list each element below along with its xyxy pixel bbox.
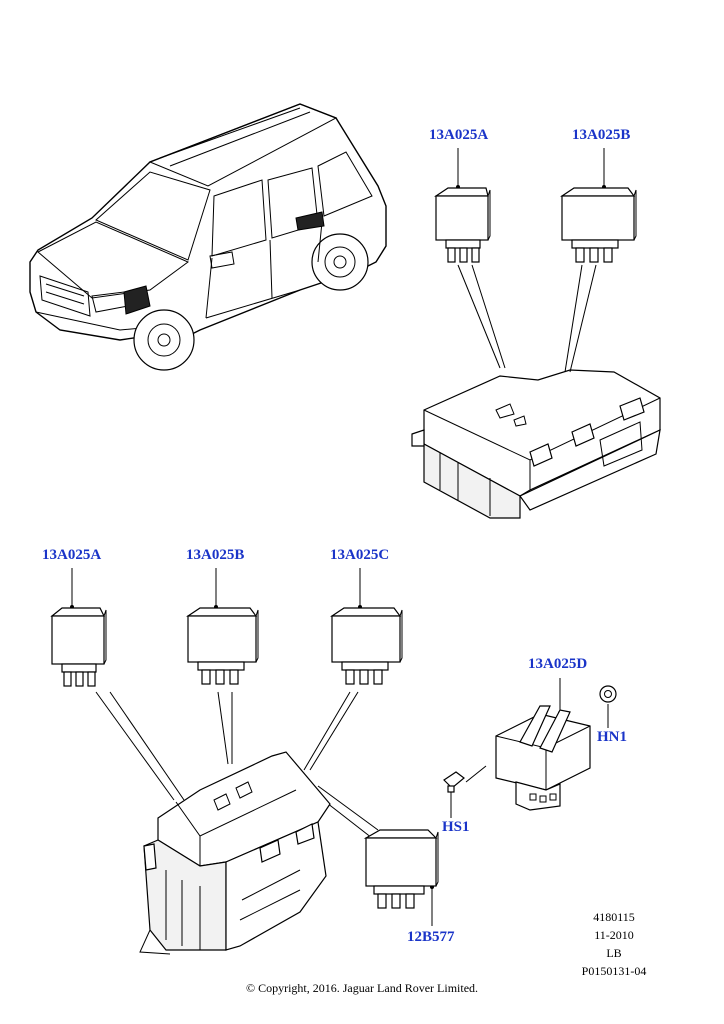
reference-number: 4180115 xyxy=(593,910,635,924)
copyright-notice: © Copyright, 2016. Jaguar Land Rover Lim… xyxy=(245,981,479,995)
callout-13A025C-bottom[interactable]: 13A025C xyxy=(330,547,390,563)
relay-13A025C-bottom[interactable] xyxy=(330,605,403,685)
callout-HS1[interactable]: HS1 xyxy=(442,819,470,835)
screw-HS1[interactable] xyxy=(443,771,465,818)
callout-13A025D[interactable]: 13A025D xyxy=(528,656,588,672)
relay-13A025B-bottom[interactable] xyxy=(186,605,259,685)
nut-HN1[interactable] xyxy=(599,685,617,728)
reference-part: P0150131-04 xyxy=(581,964,647,978)
callout-HN1[interactable]: HN1 xyxy=(597,729,627,745)
callout-13A025B-bottom[interactable]: 13A025B xyxy=(186,547,245,563)
engine-fuse-box-bottom xyxy=(139,751,331,955)
reference-code: LB xyxy=(606,946,622,960)
relay-13A025A-bottom[interactable] xyxy=(50,605,107,687)
vehicle-illustration xyxy=(29,103,387,371)
relay-12B577[interactable] xyxy=(363,829,439,909)
engine-fuse-box-top xyxy=(411,369,661,519)
relay-13A025B-top[interactable] xyxy=(560,185,637,263)
relay-13A025D[interactable] xyxy=(465,678,591,811)
callout-13A025A-top[interactable]: 13A025A xyxy=(429,127,489,143)
reference-date: 11-2010 xyxy=(594,928,634,942)
top-leader-lines xyxy=(457,148,605,373)
relay-13A025A-top[interactable] xyxy=(434,185,491,263)
callout-13A025A-bottom[interactable]: 13A025A xyxy=(42,547,102,563)
callout-12B577[interactable]: 12B577 xyxy=(407,929,455,945)
bottom-leader-lines xyxy=(71,568,433,926)
callout-13A025B-top[interactable]: 13A025B xyxy=(572,127,631,143)
